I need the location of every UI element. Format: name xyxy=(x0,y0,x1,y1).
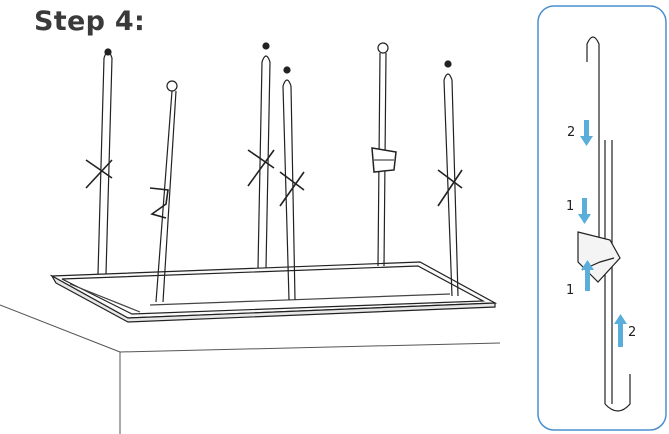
inset-label-top-2: 2 xyxy=(567,125,575,140)
cable-4 xyxy=(279,66,305,301)
hanging-cables xyxy=(85,42,463,303)
arrow-up-bottom-left xyxy=(581,260,594,291)
inset-label-top-1: 1 xyxy=(566,199,574,214)
inset-label-bottom-1: 1 xyxy=(566,283,574,298)
inset-hook-detail xyxy=(577,36,631,412)
arrow-down-middle xyxy=(578,198,591,224)
cable-2 xyxy=(149,80,178,303)
inset-detail-box xyxy=(537,5,667,431)
ceiling-surface xyxy=(0,304,501,434)
arrow-up-bottom-right xyxy=(614,314,627,347)
inset-label-bottom-2: 2 xyxy=(628,325,636,340)
cable-1 xyxy=(85,48,113,275)
cable-3 xyxy=(247,42,275,269)
arrow-down-top xyxy=(580,120,593,146)
inset-arrows xyxy=(578,120,627,347)
step-title: Step 4: xyxy=(34,6,146,37)
cable-5 xyxy=(371,42,397,267)
panel-frame xyxy=(49,261,498,323)
cable-6 xyxy=(437,60,463,297)
